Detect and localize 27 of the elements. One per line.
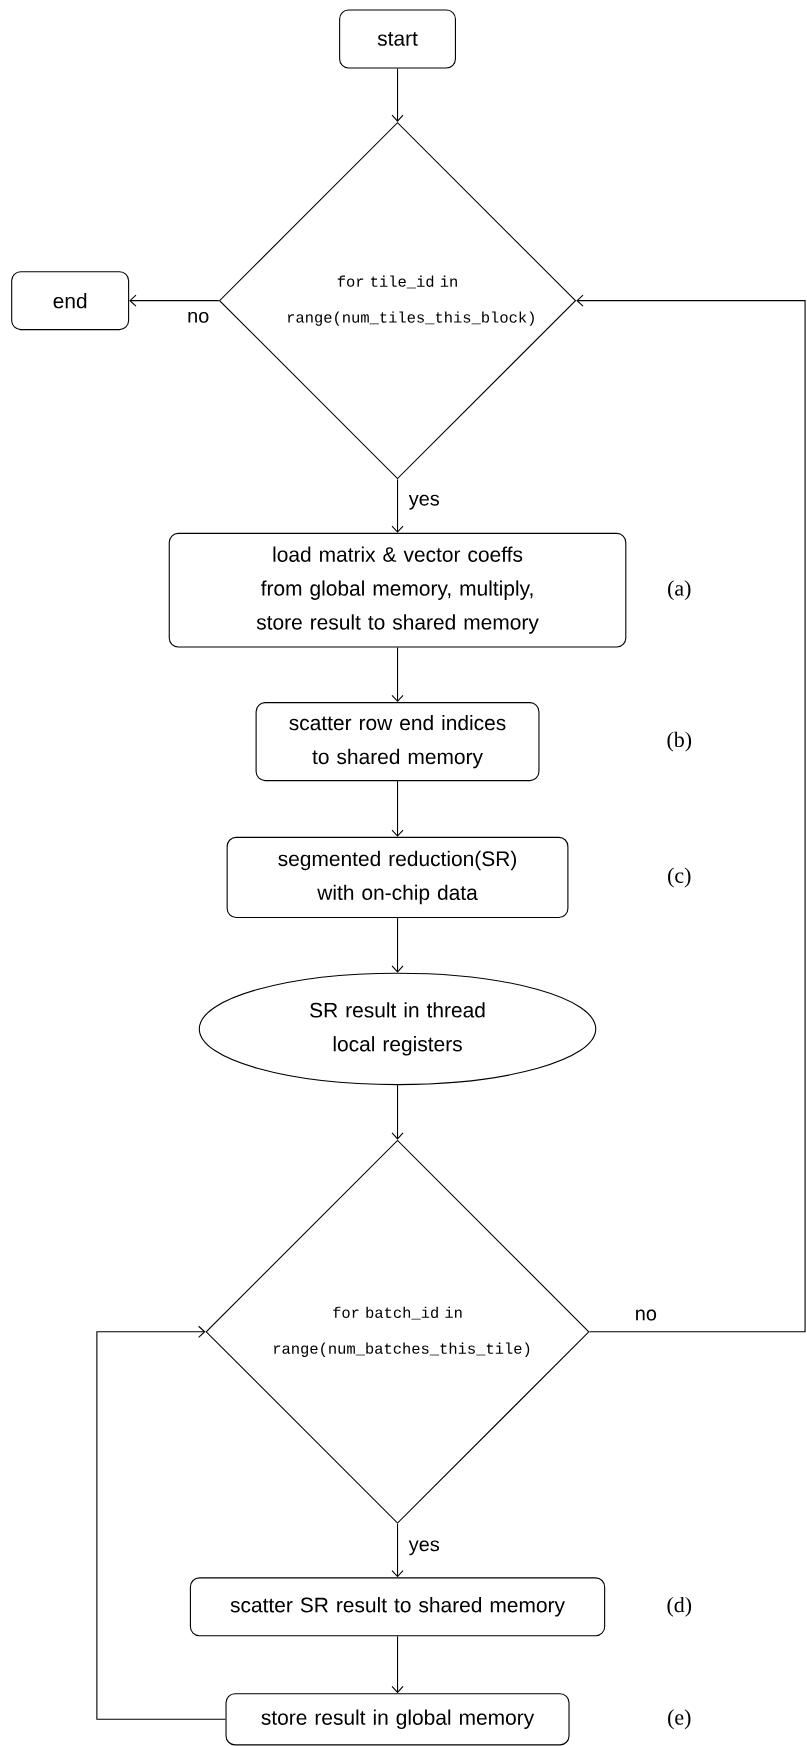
step-label: (a) bbox=[667, 580, 691, 601]
edge-label: yes bbox=[407, 1539, 441, 1557]
arrow bbox=[391, 67, 404, 122]
arrow bbox=[96, 1325, 226, 1720]
process-box: segmented reduction(SR) with on-chip data bbox=[226, 836, 569, 919]
process-box: scatter row end indices to shared memory bbox=[255, 702, 540, 782]
edge-label: no bbox=[186, 310, 211, 324]
arrow bbox=[391, 780, 404, 837]
step-label: (e) bbox=[667, 1709, 691, 1730]
step-label: (b) bbox=[667, 731, 691, 752]
arrow bbox=[391, 478, 404, 533]
arrow bbox=[391, 1523, 404, 1578]
process-box: load matrix & vector coeffs from global memory, multiply, store result to shared memory bbox=[168, 532, 627, 648]
arrow bbox=[391, 646, 404, 703]
arrow bbox=[129, 294, 220, 307]
step-label: (d) bbox=[667, 1596, 691, 1617]
process-box: end bbox=[11, 271, 129, 331]
step-label: (c) bbox=[667, 867, 691, 888]
arrow bbox=[391, 917, 404, 973]
arrow bbox=[576, 294, 806, 1333]
process-box: scatter SR result to shared memory bbox=[189, 1577, 606, 1637]
process-box: store result in global memory bbox=[225, 1693, 570, 1746]
edge-label: yes bbox=[407, 493, 441, 511]
process-box: start bbox=[338, 9, 456, 69]
edge-label: no bbox=[633, 1308, 658, 1322]
arrow bbox=[391, 1084, 404, 1140]
arrow bbox=[391, 1635, 404, 1694]
